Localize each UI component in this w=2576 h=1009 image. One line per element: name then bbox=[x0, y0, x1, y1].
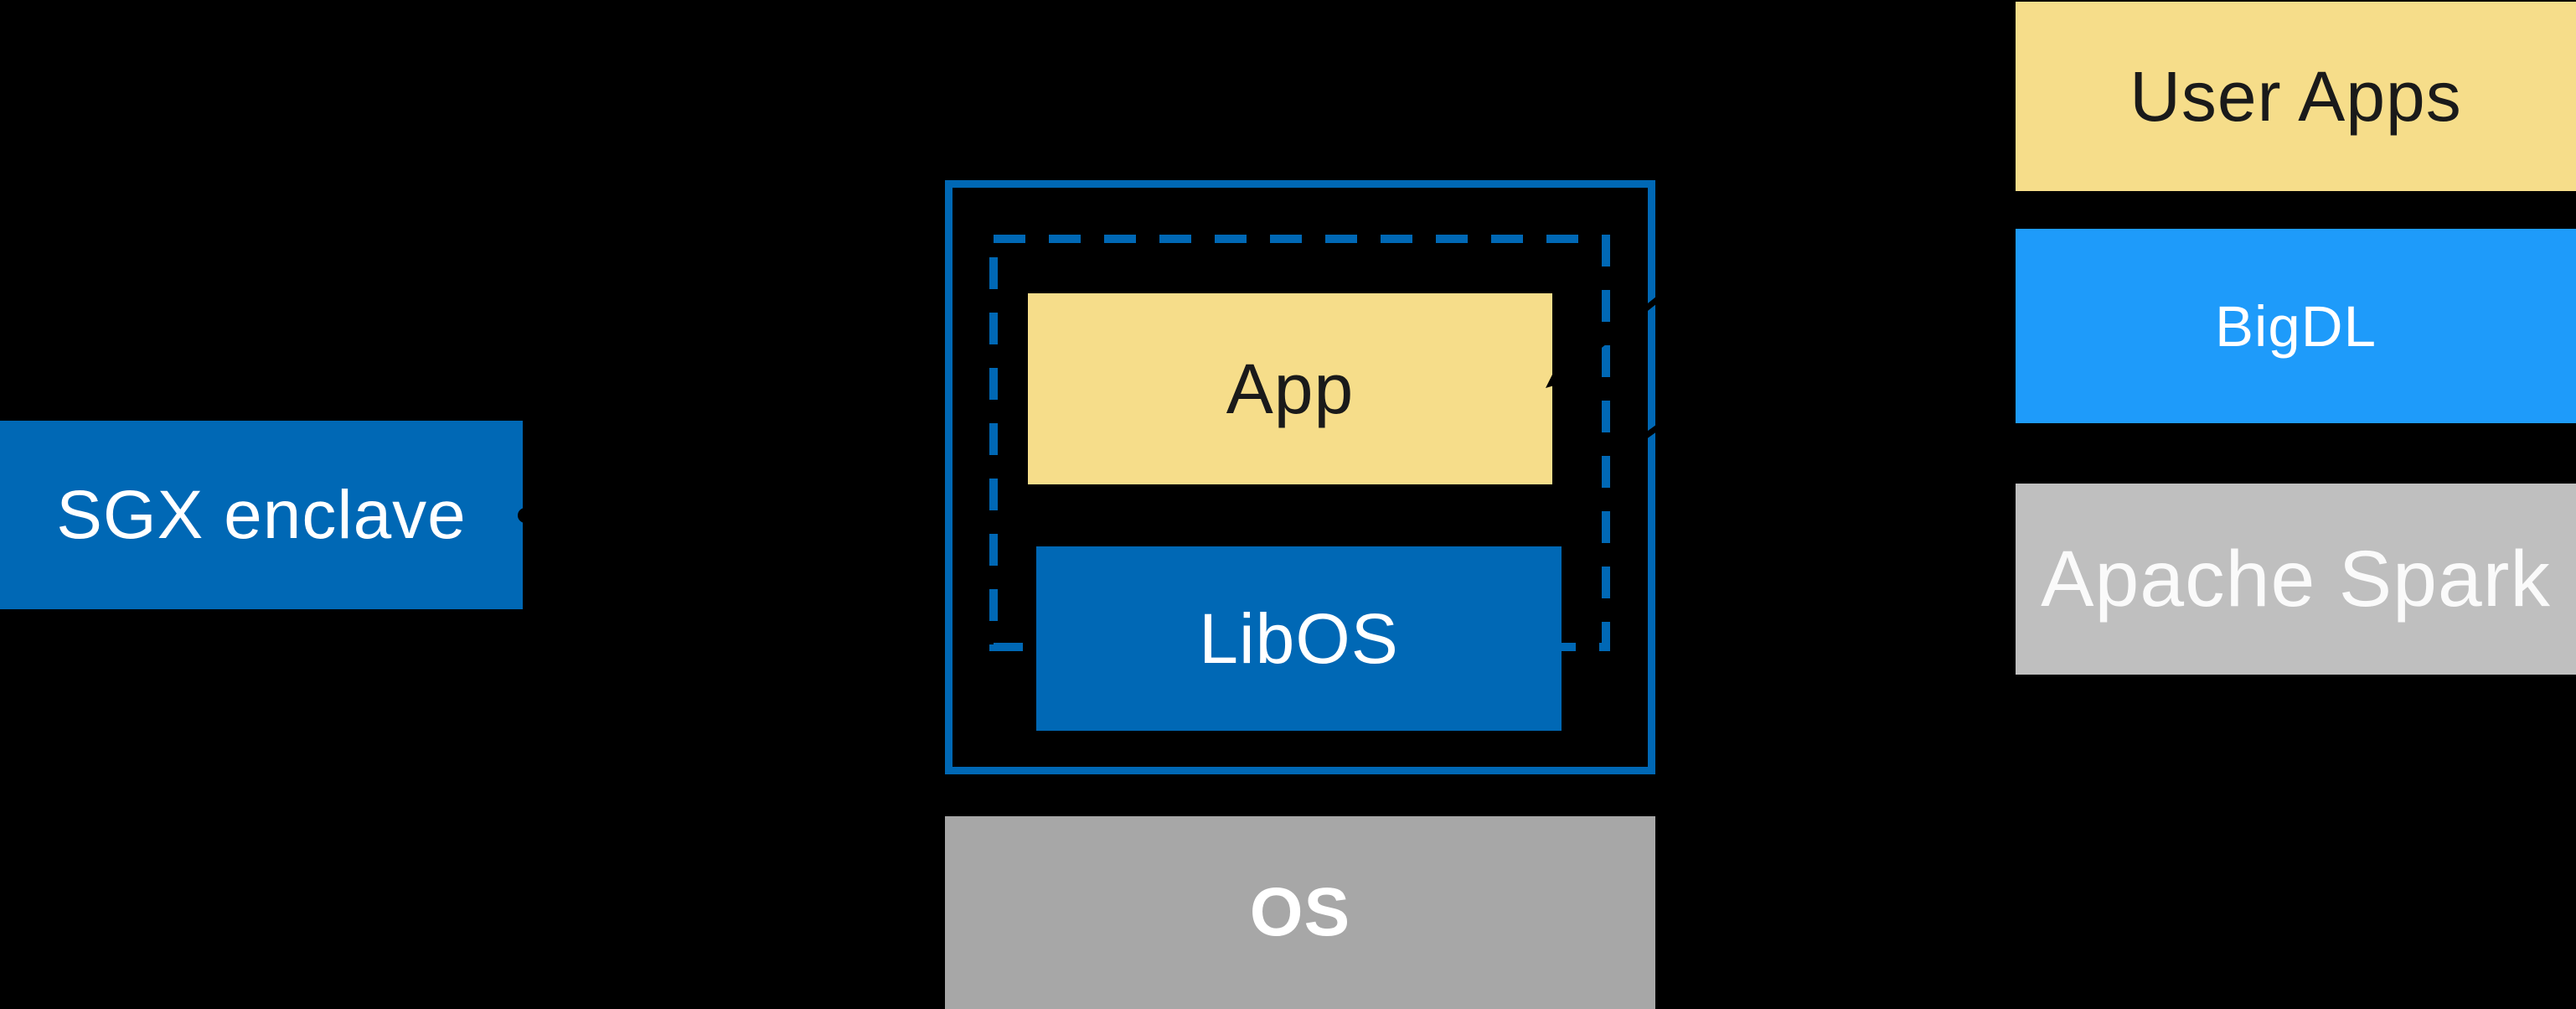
bigdl-label: BigDL bbox=[2215, 293, 2377, 359]
os-box: OS bbox=[945, 816, 1655, 1009]
enclave-outer-border bbox=[945, 180, 1655, 774]
bigdl-box: BigDL bbox=[2016, 229, 2576, 423]
libos-box: LibOS bbox=[1036, 546, 1562, 731]
os-label: OS bbox=[1249, 874, 1351, 950]
user-apps-box: User Apps bbox=[2016, 2, 2576, 191]
libos-label: LibOS bbox=[1199, 598, 1399, 678]
app-box: App bbox=[1028, 293, 1552, 484]
user-apps-label: User Apps bbox=[2129, 56, 2462, 136]
sgx-enclave-label: SGX enclave bbox=[56, 476, 467, 553]
app-label: App bbox=[1226, 349, 1355, 428]
sgx-enclave-box: SGX enclave bbox=[0, 421, 523, 609]
apache-spark-box: Apache Spark bbox=[2016, 484, 2576, 675]
apache-spark-label: Apache Spark bbox=[2041, 534, 2551, 624]
